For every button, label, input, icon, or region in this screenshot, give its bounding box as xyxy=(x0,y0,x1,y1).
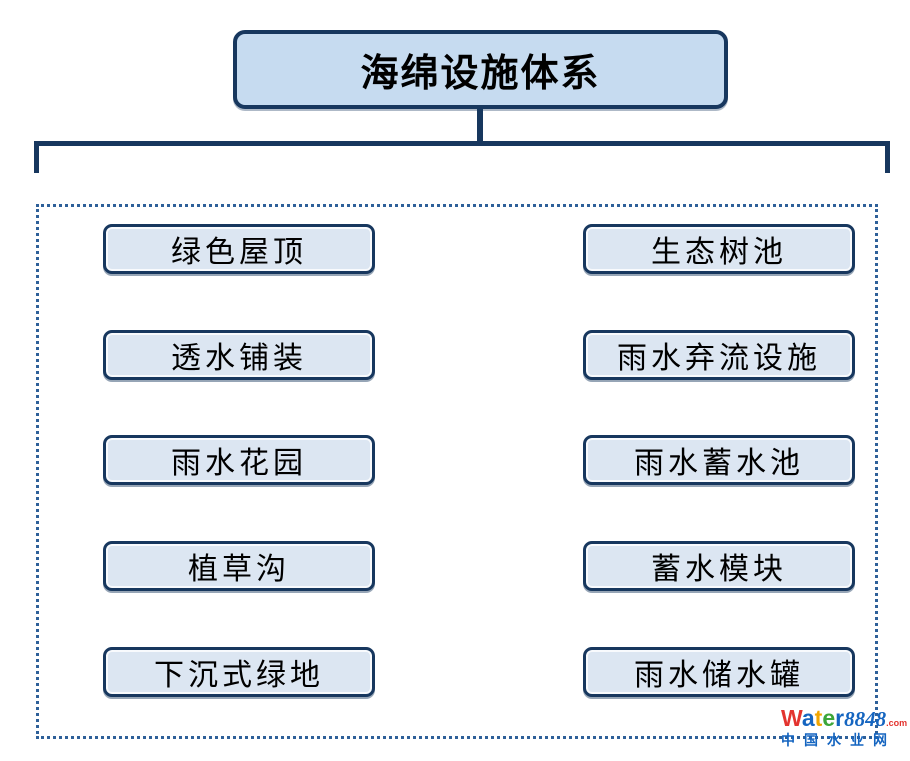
connector-horizontal-bar xyxy=(34,141,890,146)
facility-label: 生态树池 xyxy=(651,236,787,269)
root-node: 海绵设施体系 xyxy=(233,30,728,109)
facilities-group-border xyxy=(36,204,878,739)
facility-label: 透水铺装 xyxy=(171,342,307,375)
watermark-number: 8848 xyxy=(844,707,887,731)
facility-label: 雨水花园 xyxy=(171,447,307,480)
watermark-letter: W xyxy=(781,705,802,731)
facility-label: 植草沟 xyxy=(188,553,290,586)
facility-box-rainwater-storage-pool: 雨水蓄水池 xyxy=(583,435,855,485)
facility-box-rainwater-storage-tank: 雨水储水罐 xyxy=(583,647,855,697)
facility-box-green-roof: 绿色屋顶 xyxy=(103,224,375,274)
facility-label: 雨水蓄水池 xyxy=(634,447,804,480)
facility-label: 雨水弃流设施 xyxy=(617,342,821,375)
facility-box-sunken-green-space: 下沉式绿地 xyxy=(103,647,375,697)
watermark-brand: Water8848.com xyxy=(781,707,909,730)
facility-label: 蓄水模块 xyxy=(651,553,787,586)
connector-right-tick xyxy=(885,141,890,173)
watermark-logo: Water8848.com 中国水业网 xyxy=(781,707,909,748)
facility-box-permeable-paving: 透水铺装 xyxy=(103,330,375,380)
connector-vertical-stub xyxy=(477,109,483,143)
facility-box-rain-garden: 雨水花园 xyxy=(103,435,375,485)
watermark-letter: t xyxy=(814,705,823,731)
facility-box-rainwater-diversion: 雨水弃流设施 xyxy=(583,330,855,380)
facility-box-grass-swale: 植草沟 xyxy=(103,541,375,591)
connector-left-tick xyxy=(34,141,39,173)
facility-box-storage-module: 蓄水模块 xyxy=(583,541,855,591)
watermark-letter: a xyxy=(801,705,815,731)
facility-label: 绿色屋顶 xyxy=(171,236,307,269)
watermark-caption: 中国水业网 xyxy=(781,732,896,748)
root-node-label: 海绵设施体系 xyxy=(360,53,601,95)
watermark-letter: e xyxy=(822,705,836,731)
facility-box-eco-tree-pit: 生态树池 xyxy=(583,224,855,274)
facility-label: 下沉式绿地 xyxy=(154,659,324,692)
watermark-tld: .com xyxy=(886,718,908,728)
watermark-letter: r xyxy=(835,705,845,731)
facility-label: 雨水储水罐 xyxy=(634,659,804,692)
